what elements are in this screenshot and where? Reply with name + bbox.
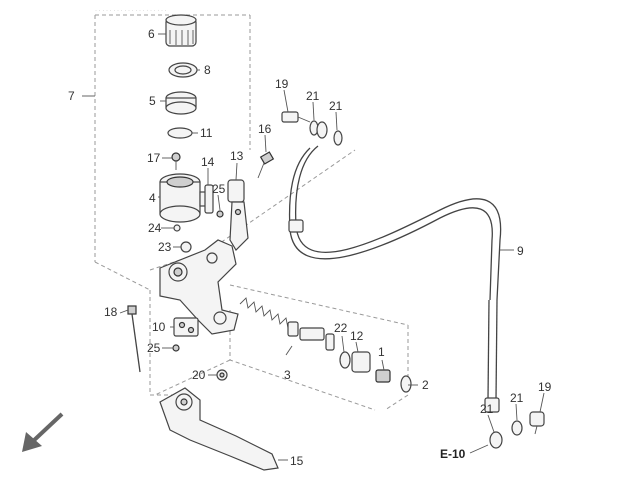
header-text: · · · · · · · · · · · · · · · · · · · · (95, 8, 167, 14)
callout-9: 9 (517, 244, 524, 258)
o-ring-23 (180, 241, 192, 253)
nut-20 (216, 369, 228, 381)
callout-19-top: 19 (275, 77, 289, 91)
callout-1: 1 (378, 345, 385, 359)
callout-21-bottom-b: 21 (510, 391, 524, 405)
callout-23: 23 (158, 240, 172, 254)
master-cylinder-body (159, 239, 239, 335)
callout-2: 2 (422, 378, 429, 392)
group-outline-reservoir (94, 14, 251, 396)
callout-25-top: 25 (212, 182, 226, 196)
callout-10: 10 (152, 320, 166, 334)
banjo-bolt-top (281, 111, 343, 146)
callout-25-bottom: 25 (147, 341, 161, 355)
callout-13: 13 (230, 149, 244, 163)
callout-21-top-a: 21 (306, 89, 320, 103)
arrow-down-left-icon (22, 412, 64, 452)
bolt-16 (257, 151, 275, 179)
switch-10 (173, 317, 199, 337)
reservoir-plate (168, 62, 198, 78)
callout-12: 12 (350, 329, 364, 343)
piston-assembly (287, 321, 412, 393)
callout-4: 4 (149, 191, 156, 205)
callout-11: 11 (200, 126, 213, 140)
screw-25 (172, 344, 180, 352)
callout-labels: 6 8 7 5 11 17 14 13 16 19 21 21 25 4 24 … (68, 27, 552, 468)
bracket-14 (204, 184, 224, 218)
reservoir-cap (165, 14, 197, 47)
callout-16: 16 (258, 122, 272, 136)
callout-8: 8 (204, 63, 211, 77)
pivot-bolt (127, 305, 141, 373)
washer-24 (173, 224, 181, 232)
callout-24: 24 (148, 221, 162, 235)
callout-6: 6 (148, 27, 155, 41)
leader-lines (82, 33, 545, 461)
callout-21-bottom-a: 21 (480, 402, 494, 416)
diaphragm (165, 91, 197, 115)
callout-15: 15 (290, 454, 304, 468)
callout-3: 3 (284, 368, 291, 382)
o-ring (167, 127, 193, 139)
banjo-bolt-bottom (489, 411, 545, 449)
brake-hose (288, 145, 502, 413)
callout-17: 17 (147, 151, 161, 165)
callout-5: 5 (149, 94, 156, 108)
cap-screw (171, 152, 181, 170)
callout-14: 14 (201, 155, 215, 169)
reference-e10: E-10 (440, 447, 466, 461)
callout-7: 7 (68, 89, 75, 103)
callout-21-top-b: 21 (329, 99, 343, 113)
callout-19-bottom: 19 (538, 380, 552, 394)
reservoir-body (159, 173, 211, 223)
callout-18: 18 (104, 305, 118, 319)
switch-13 (227, 179, 249, 251)
brake-lever (159, 387, 279, 471)
piston-spring (239, 297, 289, 329)
callout-22: 22 (334, 321, 348, 335)
callout-20: 20 (192, 368, 206, 382)
